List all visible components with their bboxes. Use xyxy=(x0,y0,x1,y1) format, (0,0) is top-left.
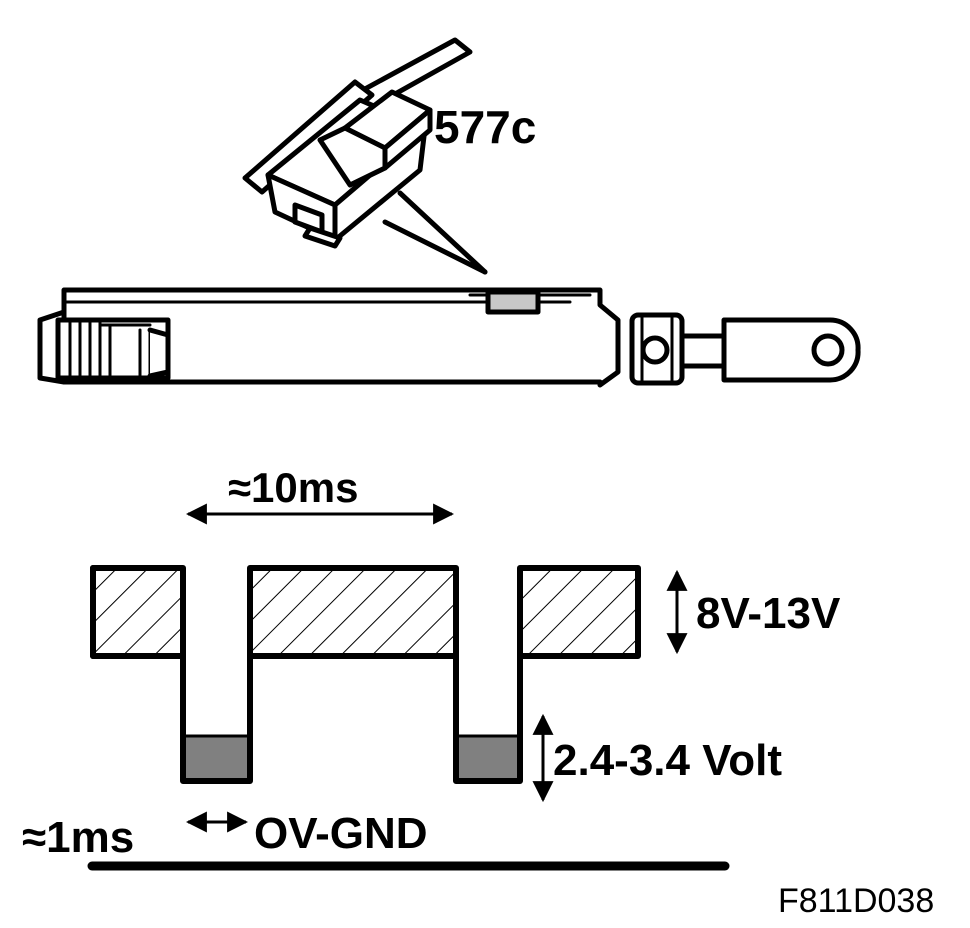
pulse-width-label: ≈1ms xyxy=(22,813,134,862)
high-level-block-3 xyxy=(520,568,638,656)
signal-waveform xyxy=(87,565,730,871)
mid-level-pulse-1 xyxy=(183,736,250,781)
period-label: ≈10ms xyxy=(228,464,358,511)
connector-label: 577c xyxy=(434,101,536,153)
connector-pointer-lines xyxy=(382,190,488,275)
high-level-block-2 xyxy=(250,568,456,656)
figure-code: F811D038 xyxy=(778,882,934,920)
mid-level-label: 2.4-3.4 Volt xyxy=(553,736,782,785)
dimension-arrows xyxy=(185,503,688,833)
connector-577c-drawing xyxy=(242,37,473,249)
high-level-block-1 xyxy=(93,568,183,656)
actuator-body xyxy=(37,287,861,388)
ground-label: OV-GND xyxy=(254,809,428,858)
high-level-label: 8V-13V xyxy=(696,589,841,638)
mid-level-pulse-2 xyxy=(456,736,520,781)
